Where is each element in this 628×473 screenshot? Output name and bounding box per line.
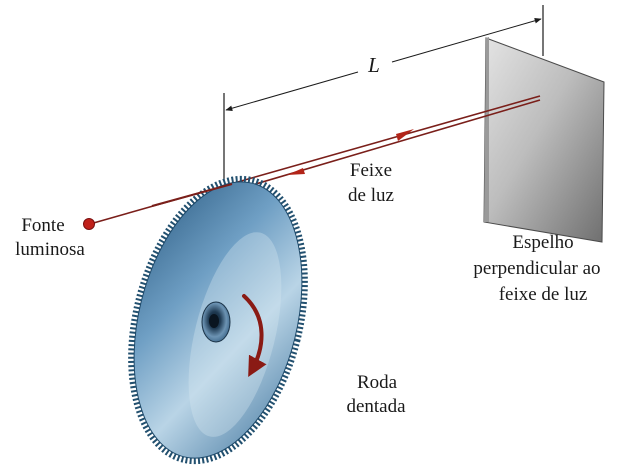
beam-arrow-returning: [287, 168, 305, 175]
source-label-line1: Fonte: [21, 215, 65, 236]
wheel-teeth-rim: [128, 175, 308, 465]
beam-through-wheel: [151, 183, 233, 207]
toothed-wheel: [128, 175, 308, 465]
mirror-plate: [483, 37, 605, 243]
beam-arrow-outgoing: [396, 129, 414, 141]
mirror-label-line3: feixe de luz: [498, 284, 588, 305]
wheel-sheen: [188, 232, 282, 437]
mirror-edge: [484, 37, 489, 222]
mirror-label-line1: Espelho: [512, 232, 574, 253]
wheel-label-line2: dentada: [346, 396, 406, 417]
dimension-line-left: [225, 71, 359, 111]
rotation-arrow: [242, 294, 267, 378]
wheel-label-line1: Roda: [356, 372, 398, 393]
wheel-hub-hole: [209, 314, 219, 328]
mirror-label-line2: perpendicular ao: [473, 258, 601, 279]
mirror: [483, 37, 605, 243]
dimension-line-right: [391, 18, 542, 63]
beam-label-line1: Feixe: [349, 160, 393, 181]
light-source-dot: [83, 218, 95, 230]
distance-dimension: [223, 5, 544, 180]
source-label-line2: luminosa: [15, 239, 85, 260]
beam-label-line2: de luz: [348, 185, 394, 206]
beam-returning: [214, 99, 541, 197]
distance-label: L: [368, 53, 380, 77]
